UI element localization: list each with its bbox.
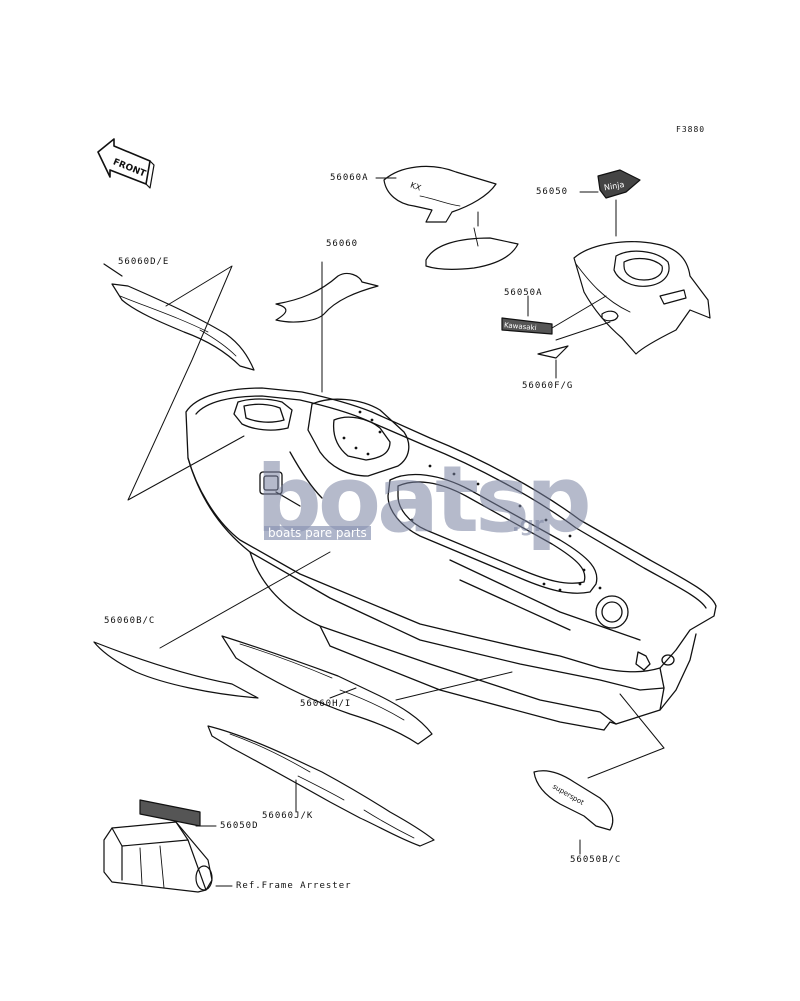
- leader-lines: [127, 177, 665, 887]
- decal-56060DE: [103, 263, 255, 371]
- label-56060HI: 56060H/I: [300, 699, 352, 709]
- label-56060FG: 56060F/G: [522, 381, 574, 391]
- watermark-subtitle: boats pare parts: [264, 526, 371, 540]
- watermark-domain: .gr: [512, 512, 544, 536]
- label-56060: 56060: [326, 239, 359, 249]
- decal-56060: [275, 272, 379, 323]
- decal-56050: Ninja: [597, 169, 641, 199]
- jet-ski-hull: [185, 387, 717, 731]
- decal-56050A: Kawasaki: [501, 317, 553, 335]
- label-56050BC: 56050B/C: [570, 855, 622, 865]
- flame-arrester: [103, 821, 213, 893]
- decal-56060HI: [221, 635, 433, 745]
- decal-56050BC: superspot: [533, 770, 614, 831]
- label-56050: 56050: [536, 187, 569, 197]
- decal-56060BC: [93, 641, 259, 699]
- decal-56060JK: [207, 725, 435, 847]
- decal-56060A: KX: [383, 165, 497, 223]
- front-arrow-icon: FRONT: [97, 138, 155, 189]
- label-56060JK: 56060J/K: [262, 811, 314, 821]
- svg-text:KX: KX: [409, 181, 423, 193]
- label-56060A: 56060A: [330, 173, 369, 183]
- label-56060BC: 56060B/C: [104, 616, 156, 626]
- svg-text:Ninja: Ninja: [603, 180, 625, 192]
- figure-code: F3880: [676, 125, 706, 134]
- label-ref-frame-arrester: Ref.Frame Arrester: [236, 881, 352, 891]
- label-56060DE: 56060D/E: [118, 257, 170, 267]
- rear-cowl: [573, 241, 711, 355]
- label-56050A: 56050A: [504, 288, 543, 298]
- label-56050D: 56050D: [220, 821, 259, 831]
- svg-text:Kawasaki: Kawasaki: [504, 321, 537, 332]
- decal-56060FG: [537, 345, 569, 359]
- seat-cover: [425, 227, 519, 270]
